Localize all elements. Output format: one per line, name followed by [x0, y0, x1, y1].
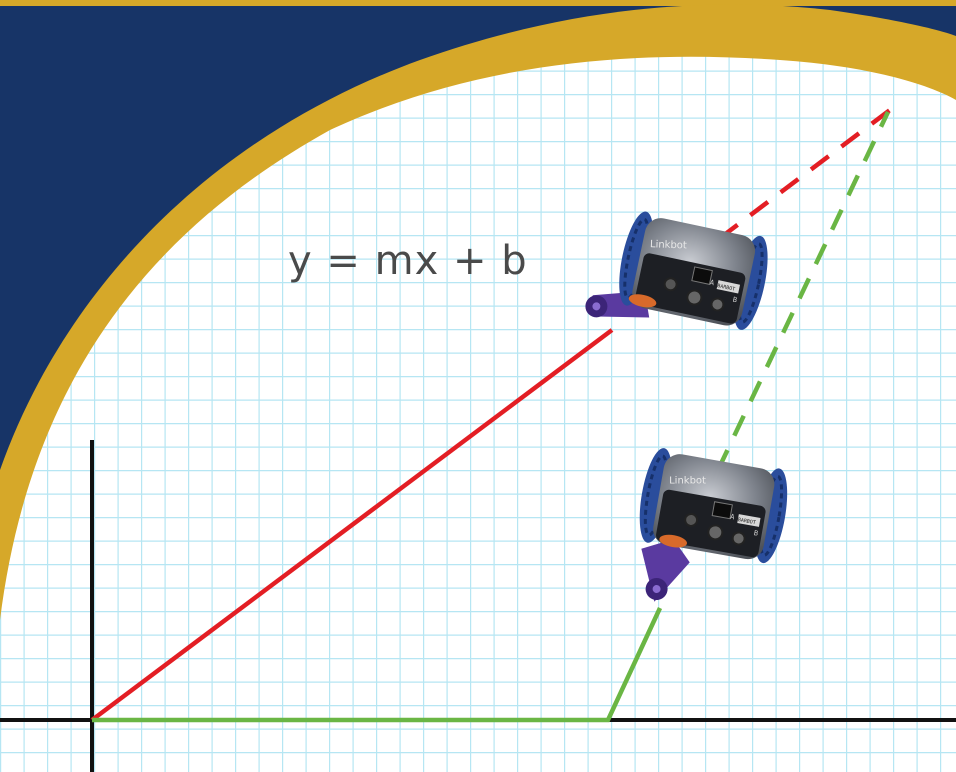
robot-badge: BARBOT	[717, 283, 736, 293]
green-path-solid	[92, 607, 663, 723]
linkbot-robot-icon: Linkbot A B BARBOT	[639, 448, 788, 602]
robot-port-a: A	[709, 278, 716, 287]
linkbot-robot-icon: Linkbot A B BARBOT	[585, 211, 768, 330]
red-path-solid	[90, 328, 614, 722]
robot-port-a: A	[730, 513, 736, 522]
equation-label: y = mx + b	[288, 238, 528, 284]
top-gold-strip	[0, 0, 956, 6]
robot-badge: BARBOT	[737, 517, 756, 526]
robot-brand-label: Linkbot	[669, 476, 706, 487]
robot-port-b: B	[753, 529, 759, 538]
green-path-dashed	[715, 111, 891, 471]
robot-port-b: B	[732, 296, 738, 305]
robot-brand-label: Linkbot	[650, 239, 687, 251]
